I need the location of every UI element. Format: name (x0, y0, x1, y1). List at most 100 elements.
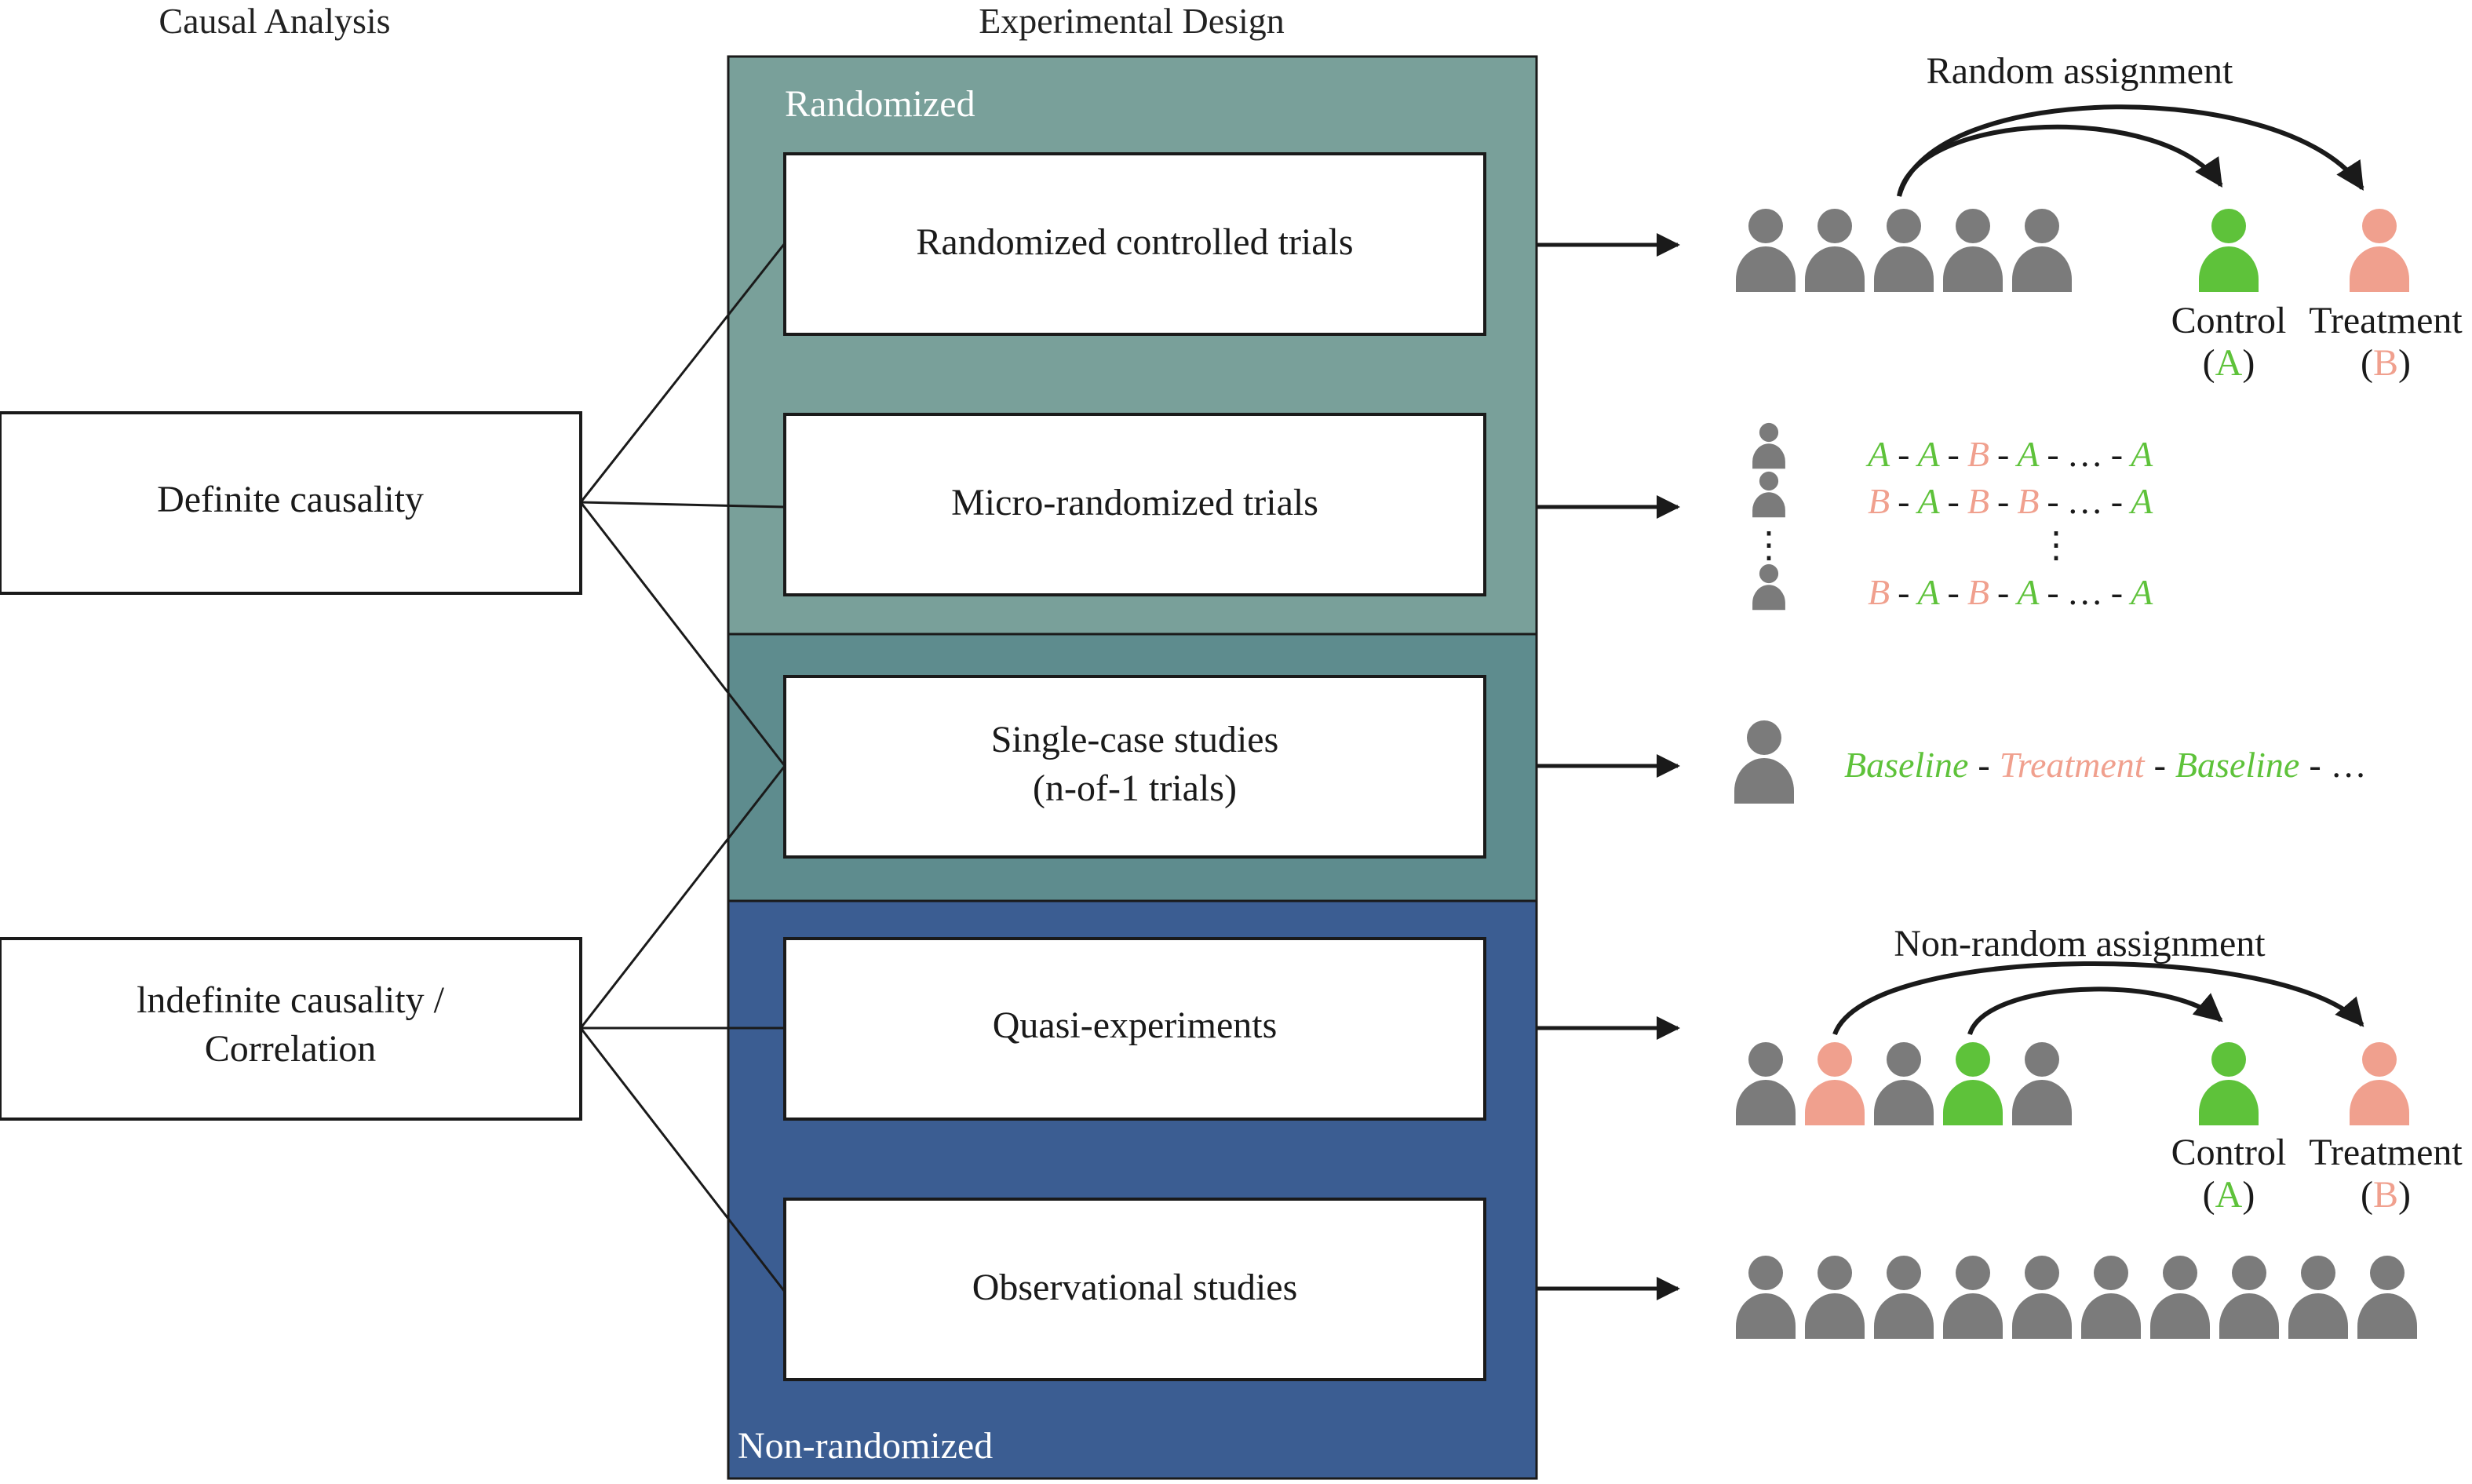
sequence-token: A (2014, 572, 2040, 612)
person-icon (1734, 720, 1794, 804)
random-assignment-arrow-treatment (1897, 104, 2364, 197)
sequence-dash: - (1898, 481, 1909, 521)
definite-causality-label: Definite causality (157, 479, 424, 520)
sequence-dash: - (1948, 434, 1960, 474)
sequence-dash: - (2047, 572, 2058, 612)
person-icon (1943, 1256, 2003, 1339)
sequence-token: B (1967, 434, 1989, 474)
connector-lines (579, 242, 786, 1293)
mrt-sequence-row: B-A-B-B-…-A (1868, 481, 2153, 521)
causal-analysis-header: Causal Analysis (159, 1, 390, 41)
person-icon (2012, 1042, 2072, 1125)
sequence-dash: - (2047, 481, 2058, 521)
sequence-dash: - (1948, 572, 1960, 612)
person-icon-control (2199, 1042, 2259, 1125)
mrt-people (1752, 422, 1785, 611)
rct-people (1736, 209, 2409, 292)
sequence-token: A (1865, 434, 1890, 474)
indefinite-causality-label-line2: Correlation (205, 1028, 377, 1070)
sequence-dash: - (1997, 481, 2009, 521)
single-case-box (783, 675, 1486, 859)
person-icon (2150, 1256, 2210, 1339)
random-assignment-arrow-control (1897, 124, 2223, 197)
person-icon (1874, 1042, 1934, 1125)
person-icon-treatment (2350, 1042, 2409, 1125)
rct-box (783, 152, 1486, 336)
mrt-sequence-row: A-A-B-A-…-A (1865, 434, 2153, 474)
rct-label: Randomized controlled trials (916, 221, 1353, 263)
person-icon (2357, 1256, 2417, 1339)
connector-indefinite-observational (579, 1027, 786, 1293)
sequence-token: B (1967, 481, 1989, 521)
observational-box (783, 1198, 1486, 1381)
mrt-sequence-row: B-A-B-A-…-A (1868, 572, 2153, 612)
randomized-panel-label: Randomized (785, 83, 975, 125)
quasi-treatment-code: (B) (2361, 1174, 2411, 1216)
random-assignment-label: Random assignment (1927, 50, 2233, 92)
person-icon (1736, 1256, 1796, 1339)
sequence-token: A (1915, 572, 1940, 612)
sequence-token: A (2128, 572, 2153, 612)
sequence-dash: - (2047, 434, 2058, 474)
quasi-people (1736, 1042, 2409, 1125)
indefinite-causality-label-line1: lndefinite causality / (137, 979, 445, 1021)
non-random-assignment-label: Non-random assignment (1894, 923, 2266, 964)
mrt-box (783, 413, 1486, 596)
sequence-token: B (1868, 481, 1890, 521)
single-case-label-line1: Single-case studies (991, 719, 1279, 760)
sequence-dash: - (1997, 434, 2009, 474)
connector-definite-single-case (579, 501, 786, 767)
person-icon (2012, 209, 2072, 292)
sequence-dash: - (2111, 572, 2123, 612)
quasi-control-label: Control (2171, 1132, 2287, 1173)
single-case-label-line2: (n-of-1 trials) (1033, 768, 1237, 809)
person-icon (2012, 1256, 2072, 1339)
quasi-treatment-label: Treatment (2309, 1132, 2463, 1173)
connector-definite-rct (579, 242, 786, 503)
person-icon (1805, 209, 1865, 292)
sequence-token: B (1967, 572, 1989, 612)
person-icon (2081, 1256, 2141, 1339)
rct-treatment-label: Treatment (2309, 300, 2463, 341)
sequence-dash: - (2111, 434, 2123, 474)
sequence-token: A (2128, 434, 2153, 474)
quasi-box (783, 937, 1486, 1121)
sequence-token: … (2067, 481, 2103, 521)
mrt-label: Micro-randomized trials (951, 482, 1318, 523)
connector-definite-mrt (580, 501, 786, 509)
person-icon (1805, 1256, 1865, 1339)
sequence-dash: - (1898, 572, 1909, 612)
person-icon-control (2199, 209, 2259, 292)
person-icon (2219, 1256, 2279, 1339)
mrt-sequence-ellipsis: ⋮ (2038, 525, 2074, 565)
experimental-design-header: Experimental Design (979, 1, 1285, 41)
person-icon (1752, 422, 1785, 469)
observational-label: Observational studies (972, 1267, 1298, 1308)
quasi-control-code: (A) (2203, 1174, 2255, 1216)
sequence-dash: - (1898, 434, 1909, 474)
mrt-people-ellipsis: ⋮ (1751, 525, 1787, 565)
person-icon-control (1943, 1042, 2003, 1125)
sequence-token: A (2128, 481, 2153, 521)
sequence-dash: - (1948, 481, 1960, 521)
person-icon (1943, 209, 2003, 292)
indefinite-causality-box (0, 937, 582, 1121)
person-icon (1752, 563, 1785, 611)
sequence-token: B (1868, 572, 1890, 612)
quasi-label: Quasi-experiments (993, 1005, 1278, 1046)
sequence-token: A (2014, 434, 2040, 474)
sequence-dash: - (2111, 481, 2123, 521)
person-icon-treatment (1805, 1042, 1865, 1125)
person-icon (1752, 471, 1785, 518)
rct-treatment-code: (B) (2361, 342, 2411, 384)
person-icon (1874, 1256, 1934, 1339)
single-case-sequence: Baseline-Treatment-Baseline-… (1844, 745, 2367, 785)
rct-control-label: Control (2171, 300, 2287, 341)
sequence-token: … (2067, 434, 2103, 474)
person-icon (2288, 1256, 2348, 1339)
sequence-token: A (1915, 481, 1940, 521)
sequence-dash: - (1997, 572, 2009, 612)
non-randomized-panel-label: Non-randomized (738, 1425, 993, 1467)
non-random-assignment-arrow-treatment (1832, 961, 2364, 1036)
